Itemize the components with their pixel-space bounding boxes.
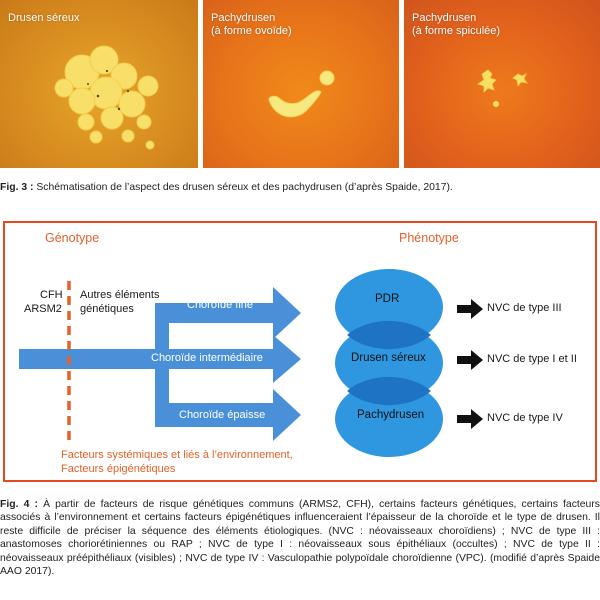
arrow-choroide-epaisse <box>155 389 301 441</box>
facteurs-systemiques: Facteurs systémiques et liés à l’environ… <box>61 449 293 461</box>
facteurs-epigenetiques: Facteurs épigénétiques <box>61 463 176 475</box>
pachydrusen-ovoide-illustration <box>268 70 335 118</box>
autres-elements-line1: Autres éléments <box>80 289 160 301</box>
gene-arsm2: ARSM2 <box>24 303 62 315</box>
figure-3-text: Schématisation de l’aspect des drusen sé… <box>33 182 453 193</box>
genotype-heading: Génotype <box>45 231 100 245</box>
label-choroide-fine: Choroïde fine <box>187 299 254 311</box>
label-choroide-epaisse: Choroïde épaisse <box>179 409 266 421</box>
etiology-diagram: Génotype Phénotype CFH ARSM2 Autres élém… <box>3 221 597 482</box>
arrow-choroide-fine <box>155 287 301 339</box>
panel-label-pachydrusen-ovoide: Pachydrusen (à forme ovoïde) <box>211 12 292 37</box>
fundus-image-pachydrusen-ovoide: Pachydrusen (à forme ovoïde) <box>203 0 399 168</box>
outcome-type-i-ii: NVC de type I et II <box>487 353 577 365</box>
gene-cfh: CFH <box>40 289 63 301</box>
autres-elements-line2: génétiques <box>80 303 134 315</box>
figure-4-caption: Fig. 4 : À partir de facteurs de risque … <box>0 498 600 578</box>
panel-label-drusen-sereux: Drusen séreux <box>8 12 80 24</box>
fundus-image-pachydrusen-spiculee: Pachydrusen (à forme spiculée) <box>404 0 600 168</box>
panel-label-pachydrusen-spiculee: Pachydrusen (à forme spiculée) <box>412 12 501 37</box>
outcome-type-iv: NVC de type IV <box>487 412 563 424</box>
figure-4-text: À partir de facteurs de risque génétique… <box>0 499 600 578</box>
circle-label-pachydrusen: Pachydrusen <box>357 409 425 421</box>
fundus-image-drusen-sereux: Drusen séreux <box>0 0 198 168</box>
figure-3-caption: Fig. 3 : Schématisation de l’aspect des … <box>0 181 600 194</box>
label-choroide-intermediaire: Choroïde intermédiaire <box>151 352 263 364</box>
overlap-lower <box>347 376 431 406</box>
circle-label-drusen-sereux: Drusen séreux <box>351 352 426 364</box>
outcome-type-iii: NVC de type III <box>487 302 562 314</box>
circle-label-pdr: PDR <box>375 293 400 305</box>
arrow-to-type-i-ii <box>457 350 483 370</box>
overlap-upper <box>347 320 431 350</box>
figure-3-label: Fig. 3 : <box>0 182 34 193</box>
diagram-graphics <box>19 269 483 457</box>
arrow-to-type-iv <box>457 409 483 429</box>
figure-4-label: Fig. 4 : <box>0 499 38 510</box>
pachydrusen-spiculee-illustration <box>477 69 528 107</box>
phenotype-heading: Phénotype <box>399 231 459 245</box>
arrow-to-type-iii <box>457 299 483 319</box>
drusen-sereux-illustration <box>54 45 159 150</box>
arrow-choroide-intermediaire <box>19 335 301 383</box>
